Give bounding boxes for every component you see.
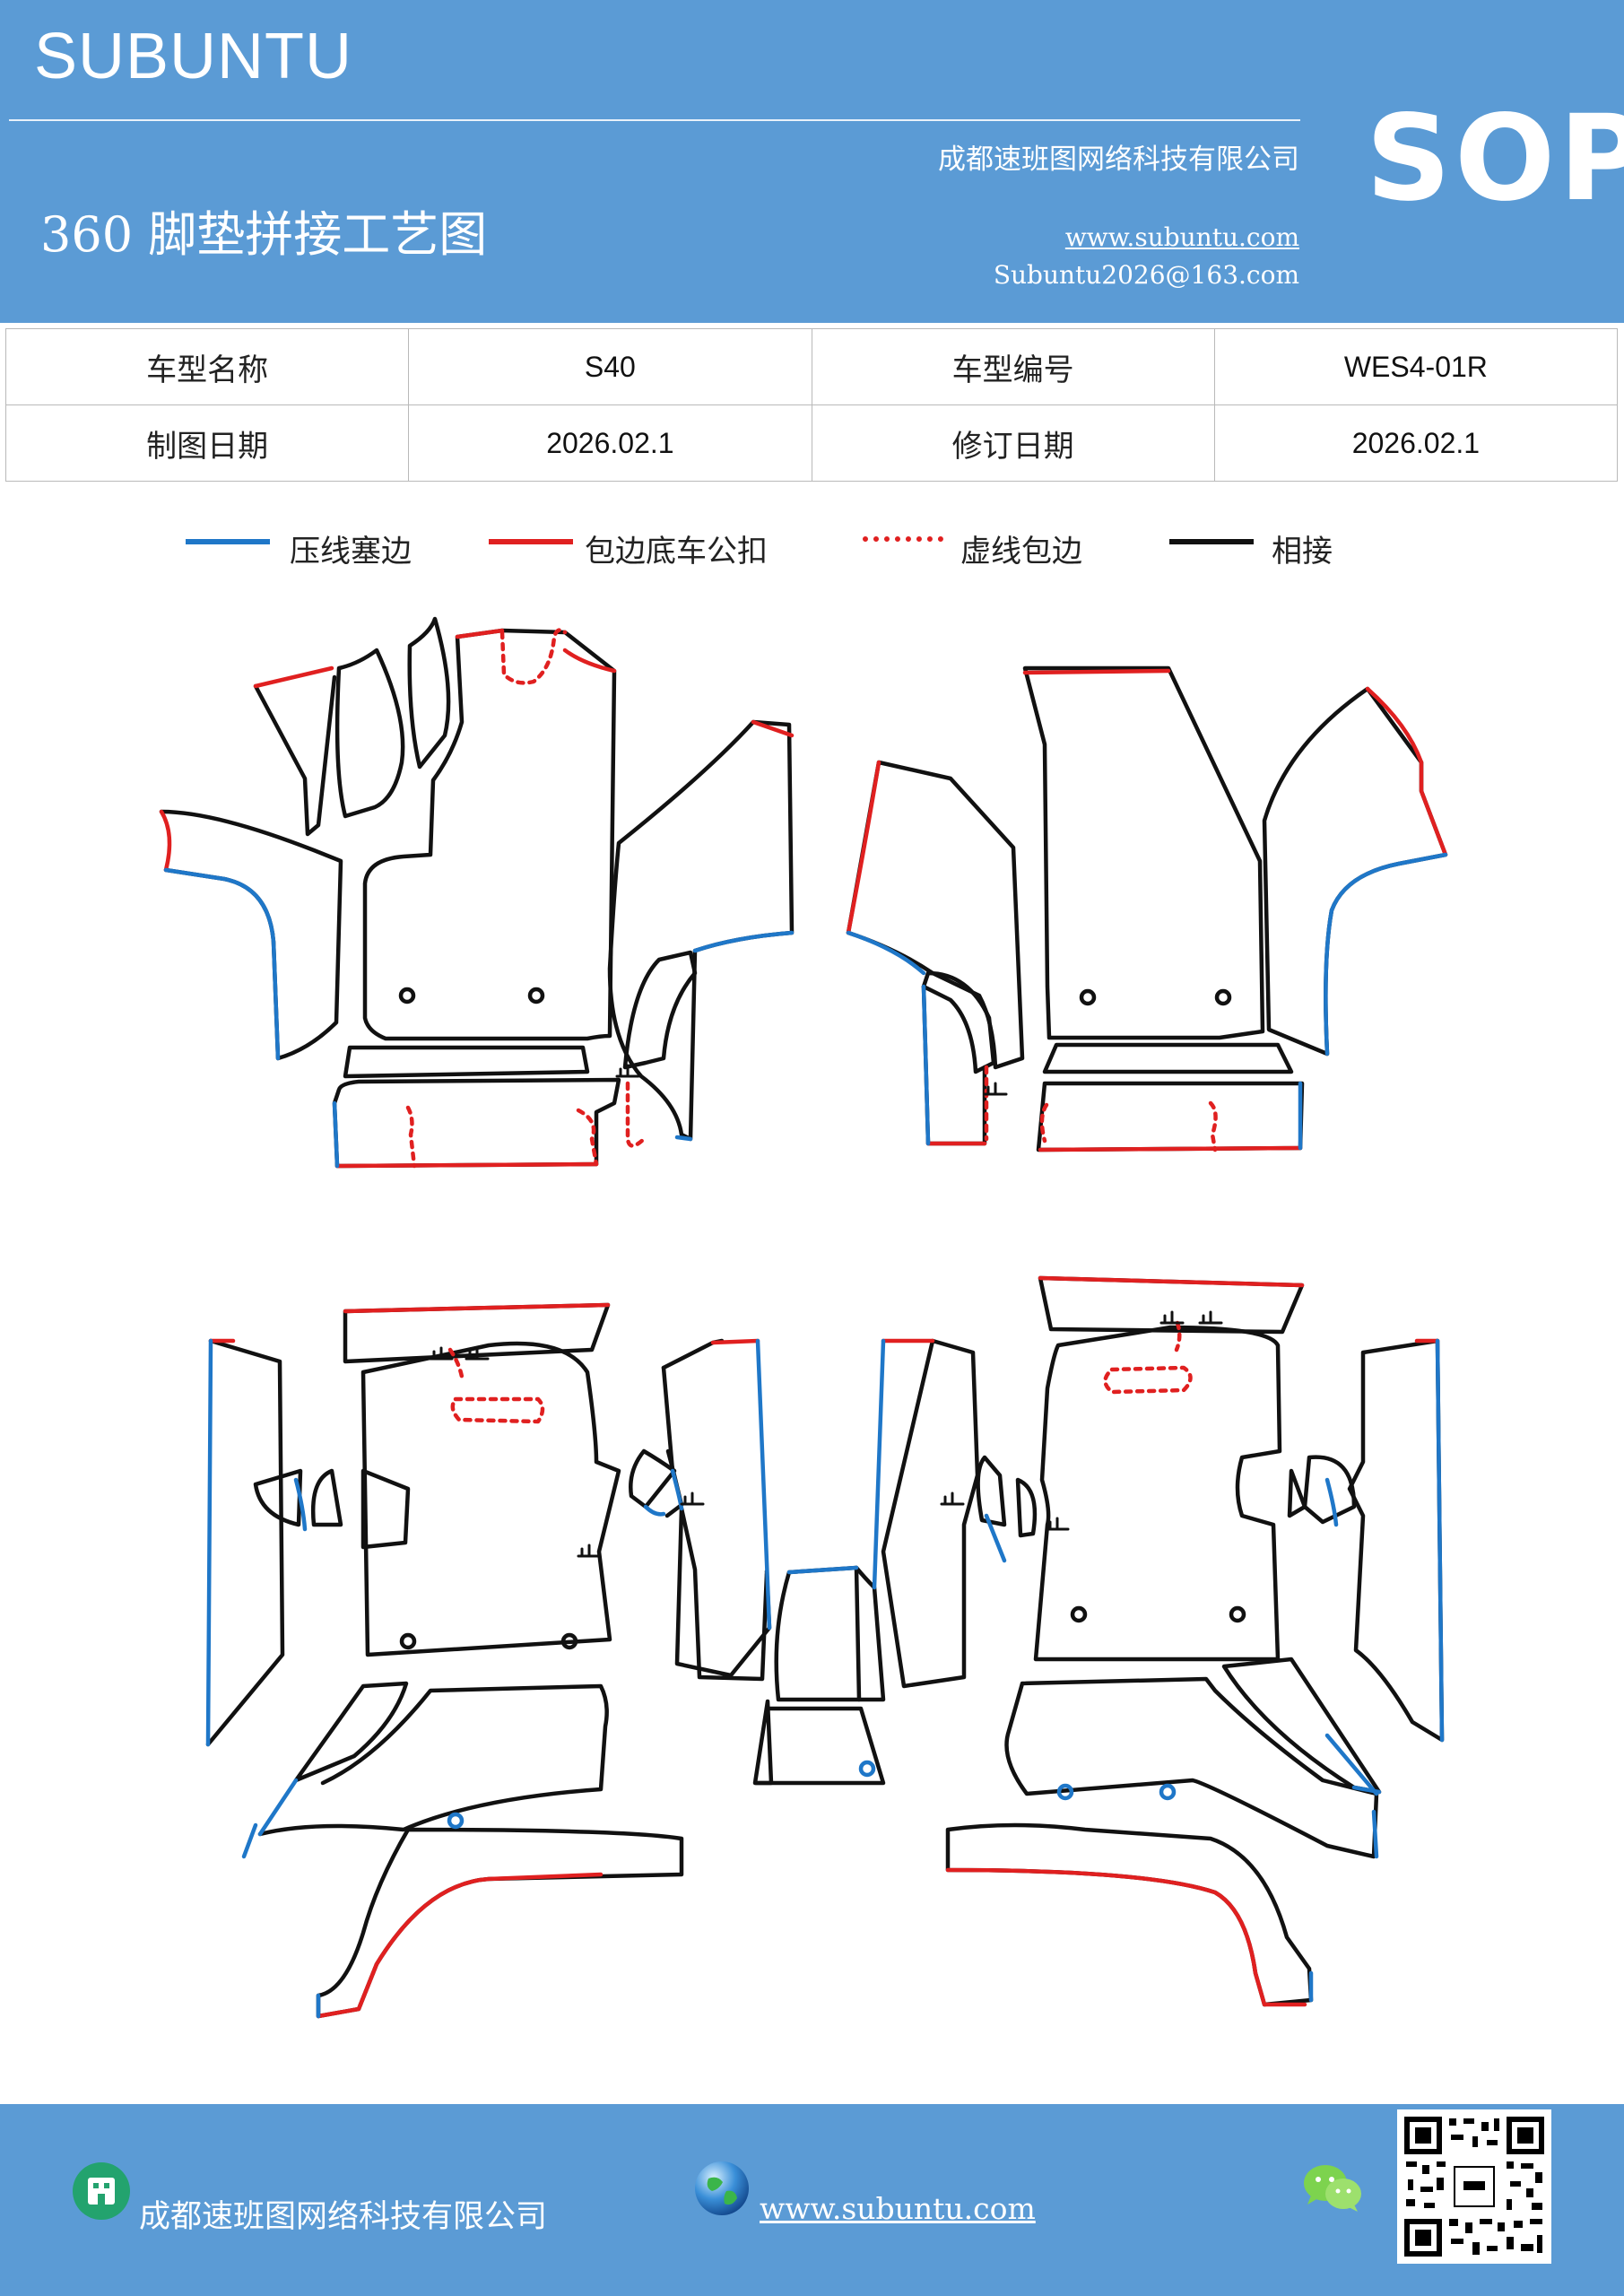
model-code-label: 车型编号 [811, 328, 1215, 405]
legend-line-black [1169, 539, 1254, 544]
center-tunnel-group [679, 1338, 980, 1786]
draw-date-label: 制图日期 [4, 404, 410, 482]
draw-date-value: 2026.02.1 [408, 404, 812, 482]
email-address: Subuntu2026@163.com [993, 260, 1299, 290]
model-name-label: 车型名称 [4, 328, 410, 405]
model-code-value: WES4-01R [1213, 328, 1619, 405]
qr-code [1397, 2109, 1551, 2264]
front-left-mat-group [159, 616, 795, 1169]
table-row: 制图日期 2026.02.1 修订日期 2026.02.1 [4, 404, 1619, 482]
vehicle-info-table: 车型名称 S40 车型编号 WES4-01R 制图日期 2026.02.1 修订… [4, 328, 1619, 482]
building-icon [73, 2162, 130, 2220]
wechat-icon [1304, 2165, 1361, 2212]
company-name: 成都速班图网络科技有限公司 [938, 144, 1299, 176]
sop-label: SOP [1366, 90, 1624, 228]
rear-left-mat-group [205, 1302, 772, 2019]
model-name-value: S40 [408, 328, 812, 405]
rear-right-mat-group [945, 1275, 1445, 2007]
legend-label-joint: 相接 [1272, 534, 1333, 570]
brand-name: SUBUNTU [34, 21, 353, 92]
document-title: 360 脚垫拼接工艺图 [40, 206, 488, 263]
header-divider [9, 119, 1300, 121]
revise-date-value: 2026.02.1 [1213, 404, 1619, 482]
legend-label-press-line: 压线塞边 [290, 534, 412, 570]
legend-line-blue [186, 539, 270, 544]
website-link[interactable]: www.subuntu.com [1064, 222, 1299, 252]
legend-label-edge-clip: 包边底车公扣 [585, 534, 768, 570]
table-row: 车型名称 S40 车型编号 WES4-01R [4, 328, 1619, 405]
floor-mat-diagram [159, 616, 1448, 2019]
legend-line-red [489, 539, 573, 544]
revise-date-label: 修订日期 [811, 404, 1215, 482]
globe-icon [695, 2161, 749, 2215]
footer-website-link[interactable]: www.subuntu.com [760, 2191, 1036, 2226]
legend-line-dotted [863, 536, 943, 542]
front-right-mat-group [846, 665, 1448, 1152]
footer-company-name: 成都速班图网络科技有限公司 [139, 2199, 548, 2235]
header-banner [0, 0, 1624, 323]
legend-label-dotted-edge: 虚线包边 [960, 534, 1082, 570]
